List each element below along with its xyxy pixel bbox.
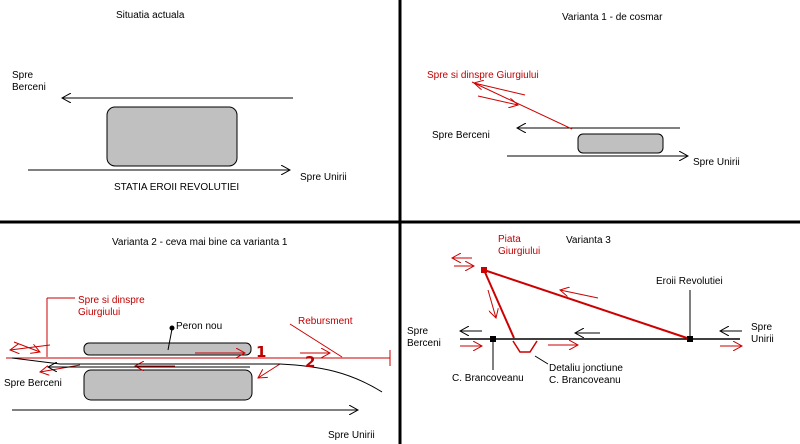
panel4-arrow-3 xyxy=(487,289,496,318)
panel1-tracks xyxy=(28,98,293,170)
panel2-tracks xyxy=(471,81,688,156)
panel3-platform-leader xyxy=(167,328,173,351)
panel3-arrow-6 xyxy=(10,345,51,350)
panel3-arrow-4 xyxy=(258,363,281,378)
panel3-mark-2: 2 xyxy=(305,353,316,371)
panel4-piata-giurgiului-node xyxy=(481,267,487,273)
panel4-branch-to-brancoveanu xyxy=(483,269,515,339)
panel4-eroii-label: Eroii Revolutiei xyxy=(656,276,723,287)
panel4-arrow-4 xyxy=(560,290,599,299)
panel3-arrow-7 xyxy=(13,341,40,352)
panel3-tracks xyxy=(6,297,391,410)
panel3-mark-1: 1 xyxy=(256,343,267,361)
panel3-left-destination: Spre Berceni xyxy=(4,378,62,389)
panel1-right-destination: Spre Unirii xyxy=(300,172,347,183)
panel2-branch-line xyxy=(471,81,573,130)
panel4-junction-detail-label: Detaliu jonctiune C. Brancoveanu xyxy=(549,363,623,386)
panel3-reversal-label: Rebursment xyxy=(298,316,353,327)
panel4-brancoveanu-label: C. Brancoveanu xyxy=(452,373,524,384)
panel3-title: Varianta 2 - ceva mai bine ca varianta 1 xyxy=(112,237,288,248)
panel1-left-destination: Spre Berceni xyxy=(12,70,46,93)
panel2-right-destination: Spre Unirii xyxy=(693,157,740,168)
panel4-eroii-node xyxy=(687,336,693,342)
panel4-piata-giurgiului-label: Piata Giurgiului xyxy=(498,234,541,257)
panel4-branch-to-eroii xyxy=(483,269,691,340)
panel4-junction-detail xyxy=(512,340,538,353)
panel3-new-platform-label: Peron nou xyxy=(176,321,223,332)
panel3-right-destination: Spre Unirii xyxy=(328,430,375,441)
panel1-title: Situatia actuala xyxy=(116,10,185,21)
panel4-tracks xyxy=(452,258,742,370)
panel4-left-destination: Spre Berceni xyxy=(407,326,441,349)
panel3-new-platform xyxy=(83,342,252,356)
panel4-right-destination: Spre Unirii xyxy=(751,322,774,345)
panel1-station-name: STATIA EROII REVOLUTIEI xyxy=(114,182,240,193)
panel3-curve-track xyxy=(11,357,383,393)
panel2-branch-label: Spre si dinspre Giurgiului xyxy=(427,70,539,81)
panel3-branch-label: Spre si dinspre Giurgiului xyxy=(78,295,145,318)
panel3-platform-leader-dot xyxy=(169,325,175,331)
panel2-title: Varianta 1 - de cosmar xyxy=(562,12,663,23)
panel3-reversal-leader xyxy=(289,323,343,358)
panel1-platform xyxy=(106,106,238,167)
panel3-arrow-5 xyxy=(40,364,81,372)
panel2-branch-arrow-in xyxy=(474,83,526,96)
panel2-branch-arrow-out xyxy=(477,95,518,105)
panel4-title: Varianta 3 xyxy=(566,235,611,246)
panel3-platform xyxy=(83,369,253,401)
panel2-platform xyxy=(577,133,664,154)
panel2-left-destination: Spre Berceni xyxy=(432,130,490,141)
panel4-detail-leader xyxy=(534,355,549,365)
